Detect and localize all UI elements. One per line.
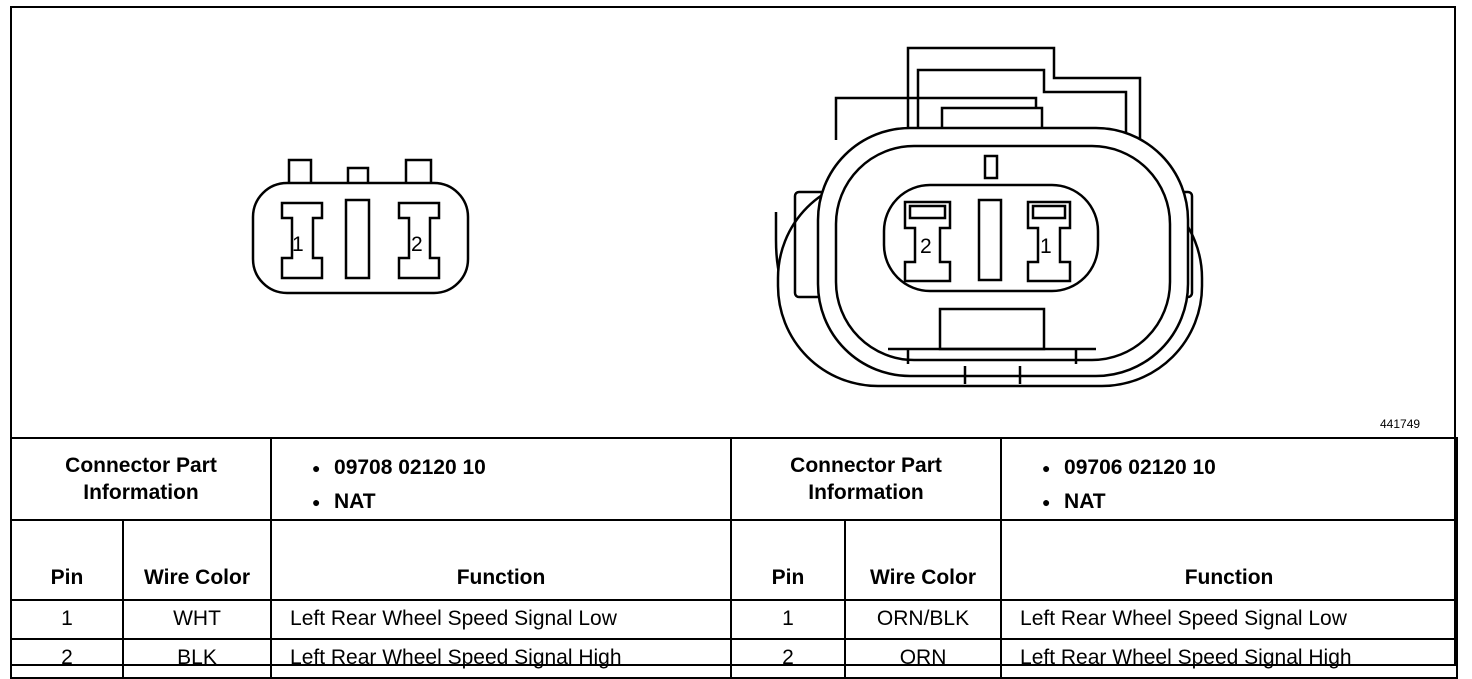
part-info-label-right: Connector Part Information: [730, 437, 1003, 521]
pin-header-left: Pin: [10, 518, 124, 601]
function-cell: Left Rear Wheel Speed Signal Low: [1000, 598, 1459, 640]
part-numbers-right: ● 09706 02120 10 ● NAT: [1000, 437, 1459, 521]
left-terminal-1: [280, 201, 324, 280]
bullet-icon: ●: [312, 459, 321, 476]
wire-color-cell: ORN: [844, 637, 1003, 679]
bullet-icon: ●: [312, 493, 321, 510]
wire-color-header-left: Wire Color: [121, 518, 273, 601]
right-terminal-1: [1026, 200, 1072, 283]
right-pin-label-1: 1: [1040, 235, 1052, 258]
function-cell: Left Rear Wheel Speed Signal Low: [270, 598, 733, 640]
left-connector: 1 2: [251, 158, 470, 295]
part-numbers-left: ● 09708 02120 10 ● NAT: [270, 437, 733, 521]
table-row: 1 WHT Left Rear Wheel Speed Signal Low 1…: [10, 598, 1459, 640]
part-number: 09708 02120 10: [334, 456, 486, 479]
part-info-label-left: Connector Part Information: [9, 437, 273, 521]
bullet-icon: ●: [1042, 493, 1051, 510]
part-number: NAT: [1064, 489, 1106, 513]
right-terminal-2: [903, 200, 952, 283]
function-cell: Left Rear Wheel Speed Signal High: [270, 637, 733, 679]
part-number: 09706 02120 10: [1064, 456, 1216, 479]
left-terminal-2: [397, 201, 441, 280]
left-pin-label-2: 2: [411, 233, 423, 256]
bullet-icon: ●: [1042, 459, 1051, 476]
table-row: 2 BLK Left Rear Wheel Speed Signal High …: [10, 637, 1459, 679]
wire-color-cell: BLK: [121, 637, 273, 679]
figure-id: 441749: [1380, 417, 1421, 431]
right-center-rib: [977, 198, 1003, 282]
left-center-rib: [344, 198, 371, 280]
right-connector: 2 1: [774, 46, 1204, 388]
function-header-right: Function: [1000, 518, 1459, 601]
pin-cell: 2: [10, 637, 124, 679]
pin-header-right: Pin: [730, 518, 847, 601]
pin-cell: 2: [730, 637, 847, 679]
wire-color-cell: ORN/BLK: [844, 598, 1003, 640]
part-number: NAT: [334, 489, 376, 513]
pin-cell: 1: [730, 598, 847, 640]
function-cell: Left Rear Wheel Speed Signal High: [1000, 637, 1459, 679]
pin-cell: 1: [10, 598, 124, 640]
left-pin-label-1: 1: [292, 233, 304, 256]
function-header-left: Function: [270, 518, 733, 601]
connector-table: Connector Part Information ● 09708 02120 …: [9, 437, 1459, 679]
connector-drawing: 1 2 2 1: [251, 46, 1204, 388]
right-pin-label-2: 2: [920, 235, 932, 258]
wire-color-header-right: Wire Color: [844, 518, 1003, 601]
wire-color-cell: WHT: [121, 598, 273, 640]
